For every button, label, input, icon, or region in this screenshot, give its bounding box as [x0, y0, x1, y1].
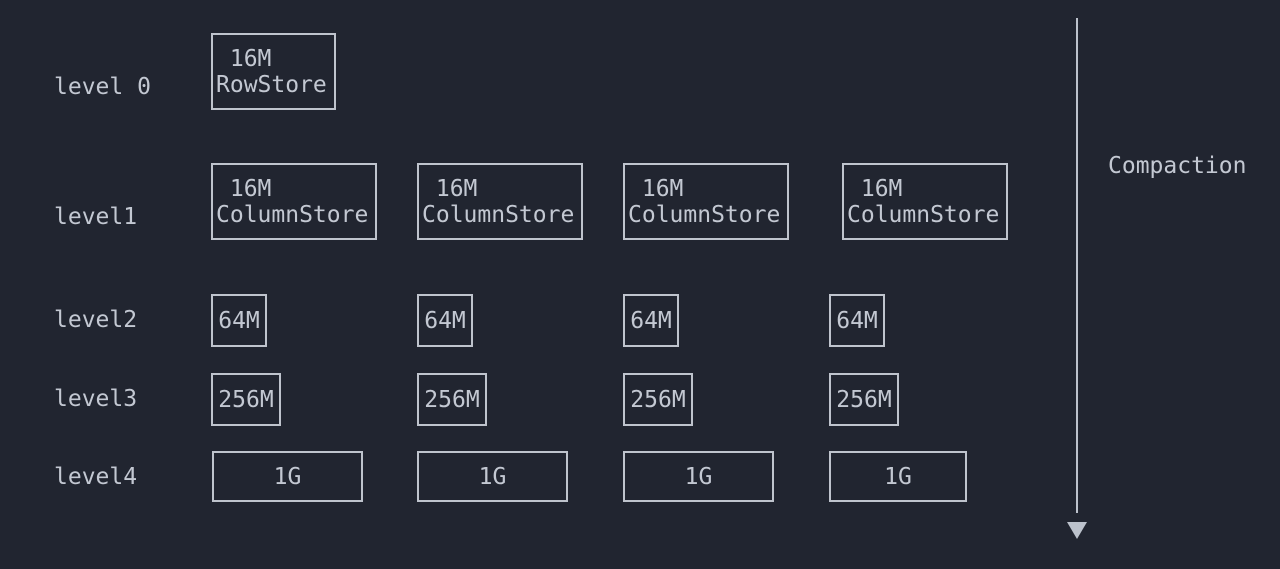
box-label: 64M	[836, 307, 878, 334]
box-label: 256M	[630, 386, 686, 413]
level1-columnstore-box-1: 16M ColumnStore	[211, 163, 377, 240]
box-label: 16M ColumnStore	[847, 175, 1000, 228]
compaction-arrow-line	[1076, 18, 1078, 513]
level4-box-2: 1G	[417, 451, 568, 502]
level1-columnstore-box-2: 16M ColumnStore	[417, 163, 583, 240]
compaction-label: Compaction	[1108, 153, 1247, 179]
box-label: 16M RowStore	[216, 45, 327, 98]
level1-columnstore-box-3: 16M ColumnStore	[623, 163, 789, 240]
level3-label: level3	[54, 386, 138, 412]
box-label: 64M	[630, 307, 672, 334]
box-label: 1G	[273, 463, 302, 490]
level2-box-2: 64M	[417, 294, 473, 347]
box-label: 1G	[684, 463, 713, 490]
box-label: 256M	[218, 386, 274, 413]
level4-box-4: 1G	[829, 451, 967, 502]
box-label: 1G	[884, 463, 912, 490]
box-label: 16M ColumnStore	[216, 175, 369, 228]
level4-box-3: 1G	[623, 451, 774, 502]
box-label: 64M	[424, 307, 466, 334]
box-label: 256M	[836, 386, 892, 413]
level2-box-4: 64M	[829, 294, 885, 347]
level1-columnstore-box-4: 16M ColumnStore	[842, 163, 1008, 240]
level0-label: level 0	[54, 74, 151, 100]
level2-box-3: 64M	[623, 294, 679, 347]
level2-label: level2	[54, 307, 138, 333]
level0-rowstore-box: 16M RowStore	[211, 33, 336, 110]
level4-box-1: 1G	[212, 451, 363, 502]
box-label: 1G	[478, 463, 507, 490]
level3-box-4: 256M	[829, 373, 899, 426]
level4-label: level4	[54, 464, 138, 490]
arrow-down-icon	[1067, 522, 1087, 539]
box-label: 16M ColumnStore	[628, 175, 781, 228]
level3-box-2: 256M	[417, 373, 487, 426]
level3-box-3: 256M	[623, 373, 693, 426]
box-label: 64M	[218, 307, 260, 334]
box-label: 16M ColumnStore	[422, 175, 575, 228]
level1-label: level1	[54, 204, 138, 230]
box-label: 256M	[424, 386, 480, 413]
level2-box-1: 64M	[211, 294, 267, 347]
level3-box-1: 256M	[211, 373, 281, 426]
